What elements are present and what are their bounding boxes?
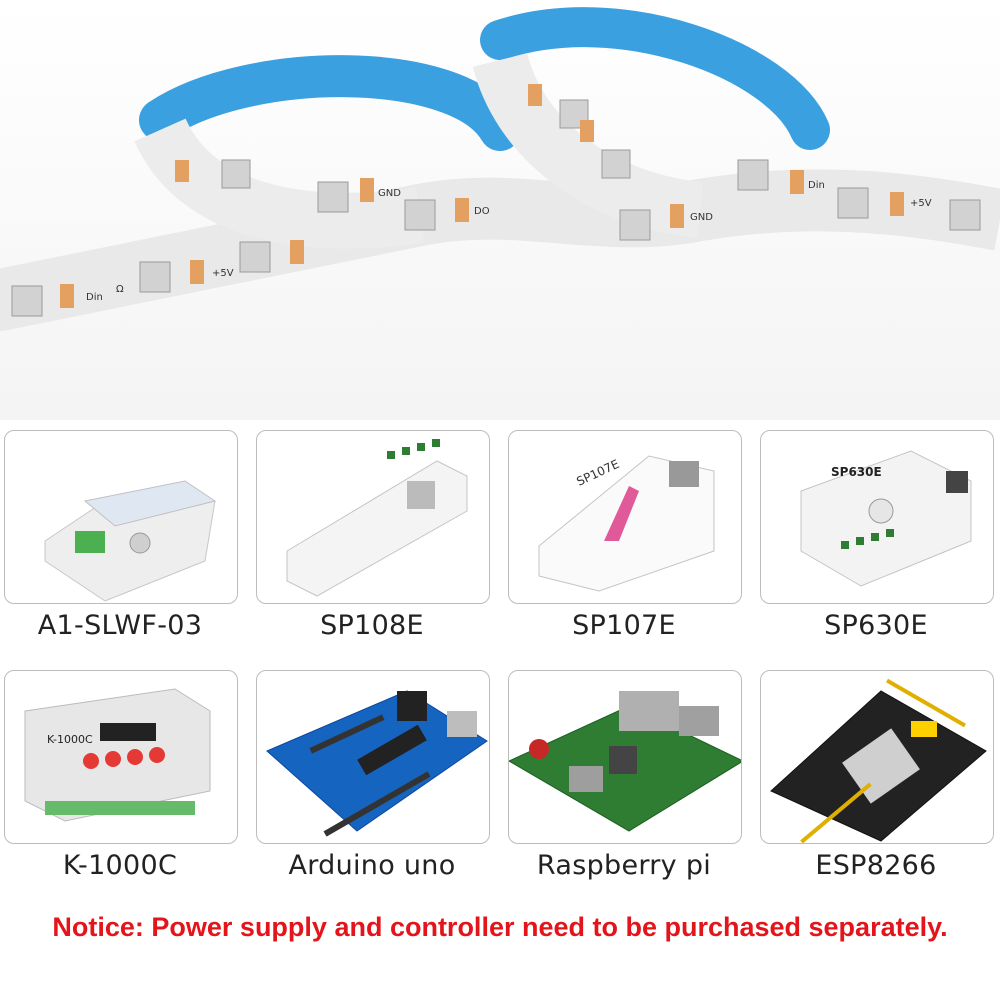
svg-text:Ω: Ω (116, 284, 124, 295)
svg-text:SP630E: SP630E (831, 465, 882, 479)
music-controller-icon: SP107E (538, 455, 715, 592)
svg-text:+5V: +5V (212, 268, 234, 279)
led-controller-icon (286, 439, 468, 597)
product-card-arduino-uno[interactable] (256, 670, 490, 844)
product-card-a1-slwf-03[interactable] (4, 430, 238, 604)
product-label: ESP8266 (815, 850, 937, 881)
led-chips (11, 84, 981, 317)
bluetooth-controller-icon: SP630E (800, 450, 972, 587)
product-label: SP630E (824, 610, 928, 641)
product-label: Arduino uno (288, 850, 456, 881)
led-strip-hero-image: Din +5V GND DO GND Din +5V Ω (0, 0, 1000, 420)
product-card-sp108e[interactable] (256, 430, 490, 604)
product-card-raspberry-pi[interactable] (508, 670, 742, 844)
wifi-controller-icon (44, 480, 217, 602)
svg-text:K-1000C: K-1000C (47, 733, 93, 746)
purchase-notice: Notice: Power supply and controller need… (52, 912, 948, 942)
esp8266-board-icon (770, 678, 987, 843)
product-card-sp630e[interactable]: SP630E (760, 430, 994, 604)
product-card-k-1000c[interactable]: K-1000C (4, 670, 238, 844)
raspberry-pi-board-icon (509, 691, 741, 832)
sd-card-controller-icon: K-1000C (24, 688, 211, 822)
product-label: K-1000C (62, 850, 178, 881)
product-label: Raspberry pi (536, 850, 712, 881)
svg-text:Din: Din (86, 292, 103, 303)
product-label: SP108E (320, 610, 424, 641)
svg-text:DO: DO (474, 206, 490, 217)
product-card-sp107e[interactable]: SP107E (508, 430, 742, 604)
svg-text:+5V: +5V (910, 198, 932, 209)
svg-text:GND: GND (378, 188, 401, 199)
product-card-esp8266[interactable] (760, 670, 994, 844)
product-label: A1-SLWF-03 (37, 610, 203, 641)
led-strip-illustration: Din +5V GND DO GND Din +5V Ω (0, 0, 1000, 420)
svg-text:Din: Din (808, 180, 825, 191)
product-label: SP107E (572, 610, 676, 641)
svg-text:GND: GND (690, 212, 713, 223)
strip-markings: Din +5V GND DO GND Din +5V Ω (86, 180, 932, 303)
arduino-board-icon (266, 690, 488, 837)
